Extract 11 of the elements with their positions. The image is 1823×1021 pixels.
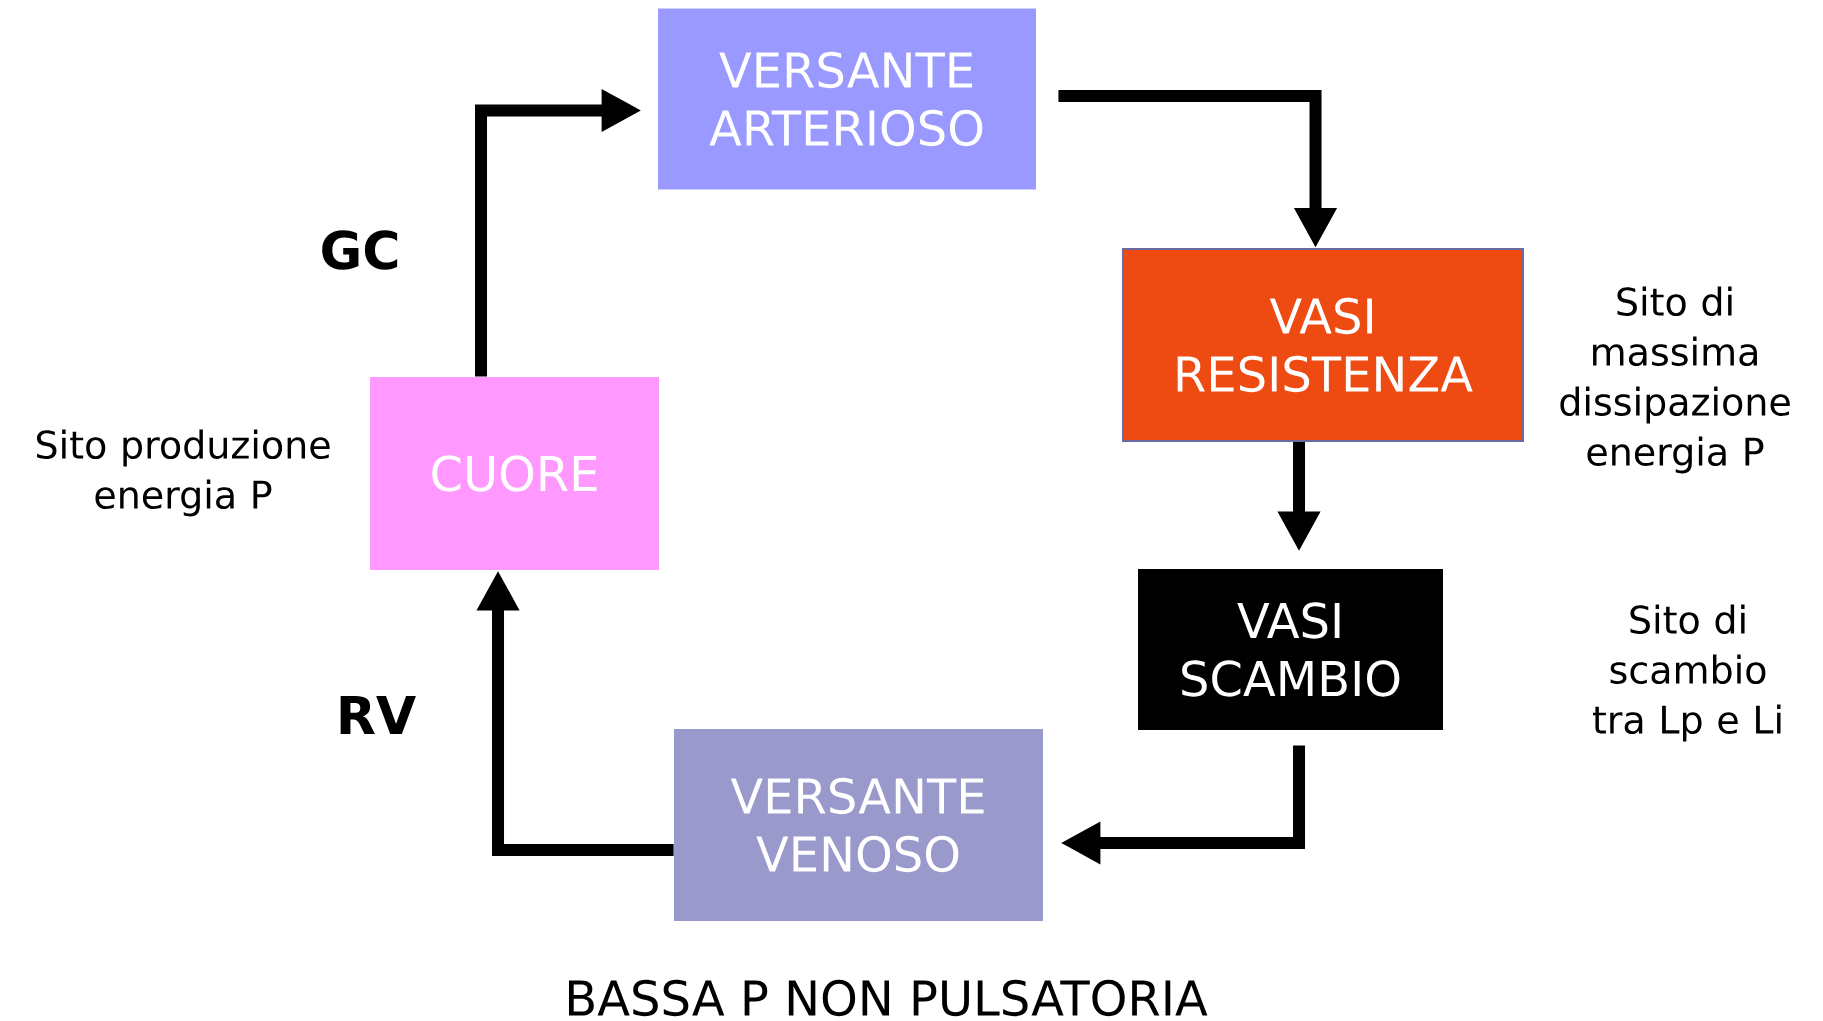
process-box: VASI SCAMBIO bbox=[1138, 569, 1443, 730]
edge-label: RV bbox=[340, 696, 416, 734]
side-note: Sito di scambio tra Lp e Li bbox=[1592, 604, 1781, 742]
process-box: VERSANTE ARTERIOSO bbox=[658, 8, 1036, 190]
side-note: Sito produzione energia P bbox=[37, 429, 330, 517]
process-box: VASI RESISTENZA bbox=[1122, 248, 1524, 442]
process-box: CUORE bbox=[370, 377, 659, 570]
edge-label: GC bbox=[322, 230, 398, 270]
process-box: VERSANTE VENOSO bbox=[674, 729, 1043, 921]
side-note: Sito di massima dissipazione energia P bbox=[1560, 286, 1790, 474]
caption: BASSA P NON PULSATORIA bbox=[569, 979, 1208, 1017]
